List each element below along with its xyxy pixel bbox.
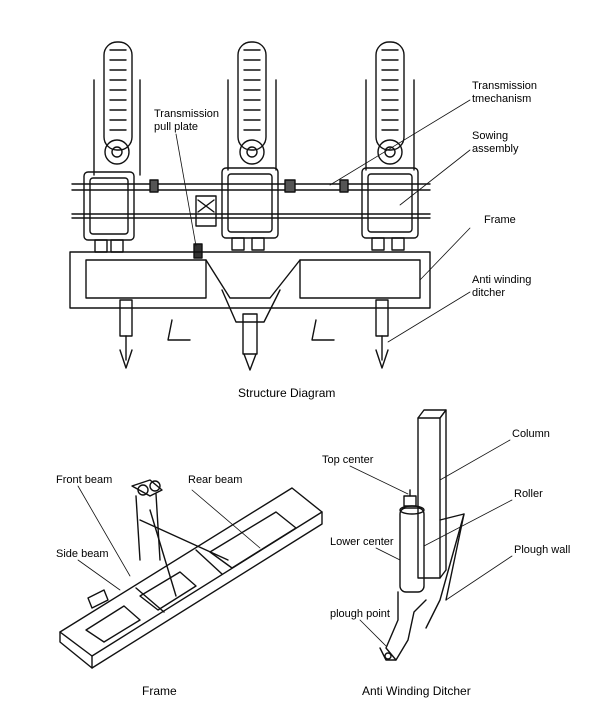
sowing-unit-center <box>221 41 279 251</box>
ditcher-drawing <box>349 409 513 661</box>
structure-ditchers <box>119 299 389 371</box>
label-anti-line1: Anti winding <box>472 274 532 286</box>
sowing-unit-left <box>83 41 141 253</box>
sowing-unit-right <box>361 41 419 251</box>
structure-leaders <box>175 99 471 343</box>
frame-leaders <box>77 485 261 591</box>
caption-anti-winding-ditcher: Anti Winding Ditcher <box>362 684 471 698</box>
label-lower-center: Lower center <box>330 536 394 548</box>
transmission-pull-plate <box>193 195 217 259</box>
label-sowing-line2: assembly <box>472 143 519 155</box>
label-side-beam: Side beam <box>56 548 109 560</box>
label-roller: Roller <box>514 488 543 500</box>
label-front-beam: Front beam <box>56 474 113 486</box>
structure-frame <box>69 251 431 323</box>
caption-frame: Frame <box>142 684 177 698</box>
label-mechanism-line2: tmechanism <box>472 93 532 105</box>
label-plough-wall: Plough wall <box>514 544 571 556</box>
label-sowing-assembly: Sowing assembly <box>472 130 518 156</box>
label-rear-beam: Rear beam <box>188 474 243 486</box>
frame-drawing <box>59 479 323 669</box>
label-top-center: Top center <box>322 454 374 466</box>
caption-structure-diagram: Structure Diagram <box>238 386 336 400</box>
label-column: Column <box>512 428 550 440</box>
label-anti-line2: ditcher <box>472 287 506 299</box>
ditcher-leaders <box>349 439 513 647</box>
label-transmission-mechanism: Transmission tmechanism <box>472 80 537 106</box>
structure-drawing <box>69 41 471 371</box>
label-pull-plate-line2: pull plate <box>154 121 199 133</box>
label-anti-winding-ditcher: Anti winding ditcher <box>472 274 531 300</box>
transmission-shafts <box>71 179 431 219</box>
label-plough-point: plough point <box>330 608 390 620</box>
label-sowing-line1: Sowing <box>472 130 509 142</box>
label-frame-part: Frame <box>484 214 516 226</box>
label-transmission-pull-plate: Transmission pull plate <box>154 108 219 134</box>
label-pull-plate-line1: Transmission <box>154 108 219 120</box>
label-mechanism-line1: Transmission <box>472 80 537 92</box>
